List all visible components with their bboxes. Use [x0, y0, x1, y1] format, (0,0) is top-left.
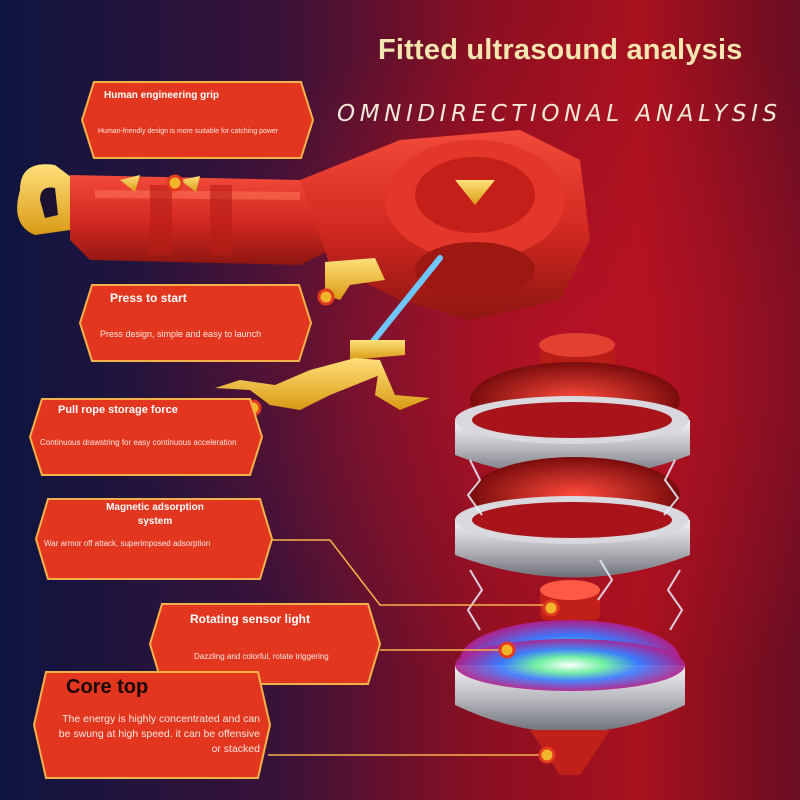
callout-title: Magnetic adsorption system [106, 502, 204, 527]
rip-cord [215, 255, 443, 410]
callout-press-start: Press to start Press design, simple and … [78, 283, 313, 363]
hex-callout-frame-icon [34, 498, 274, 580]
top-upper [455, 333, 690, 478]
callout-core-top: Core top The energy is highly concentrat… [32, 670, 272, 780]
top-core [455, 580, 685, 775]
callout-pull-rope: Pull rope storage force Continuous draws… [28, 397, 264, 477]
callout-text: Press design, simple and easy to launch [100, 329, 262, 339]
callout-text: The energy is highly concentrated and ca… [58, 713, 260, 755]
callout-text: War armor off attack, superimposed adsor… [44, 539, 211, 548]
callout-text: Dazzling and colorful, rotate triggering [194, 652, 329, 661]
callout-sensor-light: Rotating sensor light Dazzling and color… [148, 602, 382, 686]
callout-title: Press to start [110, 291, 187, 305]
callout-title: Human engineering grip [104, 90, 220, 101]
connector-lines [268, 539, 550, 756]
lightning-spark-icon [466, 459, 684, 631]
callout-text: Human-friendly design is more suitable f… [98, 128, 279, 135]
page-title: Fitted ultrasound analysis [378, 34, 743, 66]
hex-callout-frame-icon [80, 81, 315, 159]
trigger [325, 258, 385, 300]
connector-dot-icon [166, 174, 560, 764]
launcher-handle [17, 164, 330, 265]
callout-text: Continuous drawstring for easy continuou… [40, 438, 237, 447]
hex-callout-frame-icon [28, 398, 264, 476]
page-subtitle: OMNIDIRECTIONAL ANALYSIS [337, 101, 782, 127]
hex-callout-frame-icon [78, 284, 313, 362]
callout-magnetic: Magnetic adsorption system War armor off… [34, 497, 274, 581]
hex-callout-frame-icon [148, 603, 382, 685]
callout-title: Core top [66, 676, 149, 698]
callout-grip: Human engineering grip Human-friendly de… [80, 80, 315, 160]
hex-callout-frame-icon [32, 671, 272, 779]
callout-title: Pull rope storage force [58, 404, 178, 416]
callout-title: Rotating sensor light [190, 612, 310, 626]
top-middle [455, 457, 690, 578]
